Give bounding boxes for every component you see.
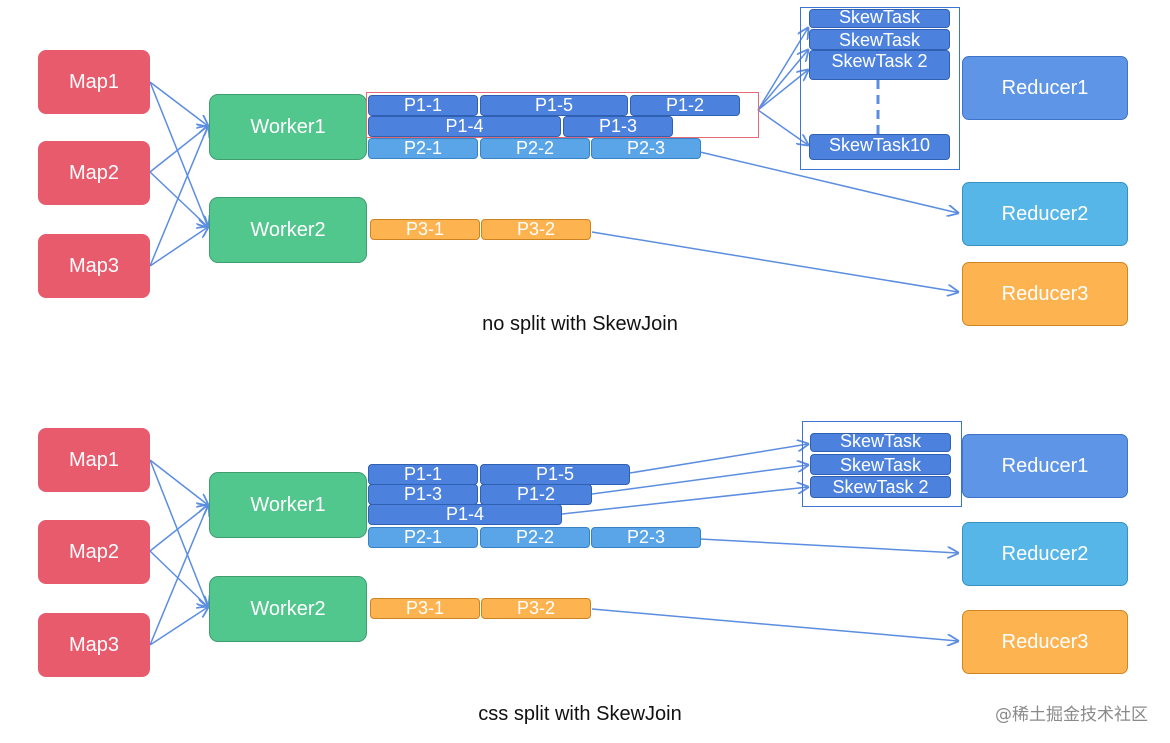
top-p2-reducer2-arrow	[699, 151, 958, 213]
bottom-map-worker-connectors	[149, 459, 208, 646]
top-panel-caption: no split with SkewJoin	[482, 313, 678, 335]
top-partition-p2-3: P2-3	[591, 138, 701, 159]
top-skew-task-0: SkewTask	[809, 9, 950, 28]
bottom-map3-worker1-arrow	[149, 505, 208, 646]
top-map2-node: Map2	[38, 141, 150, 205]
bottom-map1-worker1-arrow	[149, 459, 208, 505]
top-partition-p3-1: P3-1	[370, 219, 480, 240]
top-reducer2-node: Reducer2	[962, 182, 1128, 246]
bottom-map1-node: Map1	[38, 428, 150, 492]
top-skew-task-10: SkewTask10	[809, 134, 950, 160]
top-skew-fanout-arrow-2	[757, 50, 808, 111]
bottom-skew-task-2: SkewTask 2	[810, 476, 951, 498]
top-skew-fanout-arrow-4	[757, 109, 808, 145]
bottom-skew-task-0: SkewTask	[810, 433, 951, 452]
bottom-reducer2-node: Reducer2	[962, 522, 1128, 586]
top-skew-task-1: SkewTask	[809, 29, 950, 50]
top-worker2-node: Worker2	[209, 197, 367, 263]
top-skew-fanout-arrow-3	[757, 70, 808, 111]
top-map2-worker2-arrow	[149, 171, 208, 227]
bottom-partition-p3-1: P3-1	[370, 598, 480, 619]
bottom-partition-p1-4: P1-4	[368, 504, 562, 525]
top-map-worker-connectors	[149, 81, 208, 267]
bottom-p1-5-skew-arrow	[629, 444, 808, 474]
bottom-reducer1-node: Reducer1	[962, 434, 1128, 498]
bottom-worker1-node: Worker1	[209, 472, 367, 538]
top-map3-node: Map3	[38, 234, 150, 298]
top-partition-p1-5: P1-5	[480, 95, 628, 116]
bottom-panel-caption: css split with SkewJoin	[478, 703, 682, 725]
top-skew-task-2: SkewTask 2	[809, 50, 950, 80]
bottom-map1-worker2-arrow	[149, 459, 208, 607]
top-partition-p1-3: P1-3	[563, 116, 673, 137]
top-partition-p1-2: P1-2	[630, 95, 740, 116]
top-map1-worker2-arrow	[149, 81, 208, 227]
top-reducer3-node: Reducer3	[962, 262, 1128, 326]
top-skew-fanout-arrow-1	[757, 28, 808, 111]
bottom-map2-worker2-arrow	[149, 550, 208, 607]
top-map3-worker1-arrow	[149, 126, 208, 267]
top-map3-worker2-arrow	[149, 227, 208, 267]
bottom-partition-p1-2: P1-2	[480, 484, 592, 505]
bottom-map2-worker1-arrow	[149, 505, 208, 552]
bottom-partition-p2-2: P2-2	[480, 527, 590, 548]
bottom-map2-node: Map2	[38, 520, 150, 584]
top-map1-worker1-arrow	[149, 81, 208, 126]
top-partition-p2-1: P2-1	[368, 138, 478, 159]
bottom-map3-node: Map3	[38, 613, 150, 677]
bottom-partition-p2-1: P2-1	[368, 527, 478, 548]
top-worker1-node: Worker1	[209, 94, 367, 160]
bottom-p2-reducer2-arrow	[699, 538, 958, 553]
bottom-p1-4-skew-arrow	[561, 487, 808, 515]
watermark-text: @稀土掘金技术社区	[995, 705, 1148, 725]
bottom-p3-reducer3-arrow	[591, 608, 958, 641]
top-p3-reducer3-arrow	[591, 231, 958, 292]
bottom-partition-p3-2: P3-2	[481, 598, 591, 619]
top-partition-p1-1: P1-1	[368, 95, 478, 116]
top-reducer1-node: Reducer1	[962, 56, 1128, 120]
bottom-map3-worker2-arrow	[149, 607, 208, 646]
bottom-partition-p1-1: P1-1	[368, 464, 478, 485]
bottom-partition-p1-3: P1-3	[368, 484, 478, 505]
bottom-worker2-node: Worker2	[209, 576, 367, 642]
top-partition-p1-4: P1-4	[368, 116, 561, 137]
top-map2-worker1-arrow	[149, 126, 208, 173]
bottom-partition-p1-5: P1-5	[480, 464, 630, 485]
bottom-partition-p2-3: P2-3	[591, 527, 701, 548]
bottom-reducer3-node: Reducer3	[962, 610, 1128, 674]
top-map1-node: Map1	[38, 50, 150, 114]
top-partition-p2-2: P2-2	[480, 138, 590, 159]
bottom-skew-task-1: SkewTask	[810, 454, 951, 475]
top-partition-p3-2: P3-2	[481, 219, 591, 240]
